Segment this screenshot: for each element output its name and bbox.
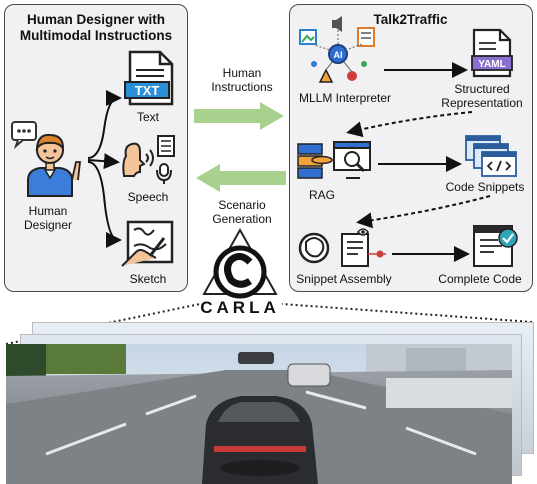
sketch-icon [121, 220, 174, 267]
snippet-assembly-icon [298, 228, 386, 267]
carla-simulation-view [6, 344, 512, 484]
left-green-arrow [196, 164, 286, 192]
left-panel-title: Human Designer with Multimodal Instructi… [19, 12, 173, 43]
txt-icon-text: TXT [135, 83, 160, 98]
right-panel-title: Talk2Traffic [373, 12, 448, 27]
structured-representation-label: Structured Representation [441, 82, 523, 110]
yaml-icon-text: YAML [478, 59, 505, 70]
complete-code-icon [473, 225, 518, 267]
scenario-generation-label: Scenario Generation [212, 198, 272, 226]
right-green-arrow [194, 102, 284, 130]
txt-file-icon: TXT [124, 50, 174, 106]
human-designer-label: Human Designer [23, 204, 73, 232]
yaml-file-icon: YAML [471, 28, 513, 78]
sketch-label: Sketch [129, 272, 167, 286]
carla-logo [202, 227, 278, 299]
code-snippets-label: Code Snippets [445, 180, 525, 194]
speech-icon [122, 135, 175, 184]
rag-label: RAG [308, 188, 335, 202]
mllm-icon: AI [299, 16, 375, 83]
complete-code-label: Complete Code [438, 272, 522, 286]
svg-text:AI: AI [334, 50, 343, 60]
rag-database-icon [297, 141, 371, 179]
human-instructions-label: Human Instructions [211, 66, 273, 94]
human-designer-icon [11, 121, 82, 197]
snippet-assembly-label: Snippet Assembly [296, 272, 392, 286]
speech-label: Speech [127, 190, 169, 204]
text-label: Text [136, 110, 159, 124]
carla-wordmark: CARLA [200, 298, 280, 317]
code-snippets-icon [465, 135, 517, 177]
mllm-interpreter-label: MLLM Interpreter [298, 91, 392, 105]
